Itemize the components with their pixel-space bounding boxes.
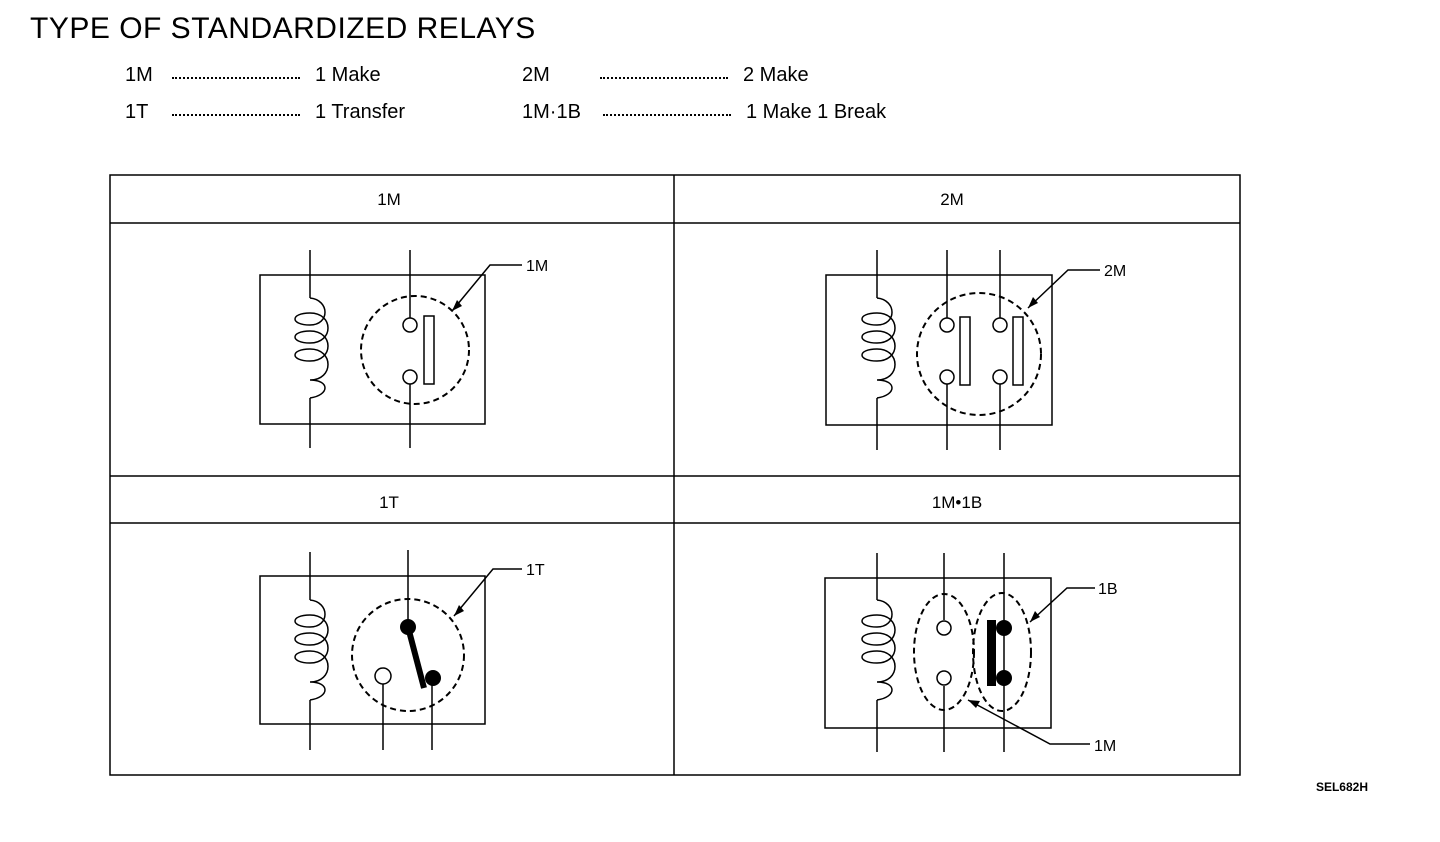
relay-body — [259, 274, 486, 425]
coil-icon — [294, 599, 329, 701]
legend-code-1m: 1M — [125, 64, 153, 86]
contact-terminal-open-icon — [936, 620, 952, 636]
header-1t: 1T — [379, 493, 399, 512]
table-outer-border — [109, 174, 1241, 776]
relay-body — [825, 274, 1053, 426]
coil-icon — [861, 297, 896, 399]
legend-leader-1t — [172, 114, 300, 116]
contact-terminal-open-icon — [936, 670, 952, 686]
contact-terminal-open-icon — [992, 317, 1008, 333]
transfer-arm-icon — [405, 626, 427, 689]
legend-leader-1m — [172, 77, 300, 79]
contact-terminal-open-icon — [374, 667, 392, 685]
legend-meaning-1m: 1 Make — [315, 64, 381, 86]
legend-meaning-2m: 2 Make — [743, 64, 809, 86]
contact-terminal-open-icon — [939, 317, 955, 333]
contact-terminal-closed-icon — [996, 620, 1012, 636]
callout-arrow-icon — [1028, 297, 1038, 308]
coil-icon — [294, 297, 329, 399]
contact-group-boundary — [916, 292, 1042, 416]
legend-meaning-1m1b: 1 Make 1 Break — [746, 101, 887, 123]
legend-code-1t: 1T — [125, 101, 149, 123]
contact-bar-open-icon — [423, 315, 435, 385]
callout-arrow-icon — [968, 700, 980, 708]
relay-1m-diagram — [259, 250, 522, 448]
callout-label-1m-of-1m1b: 1M — [1094, 738, 1116, 755]
header-2m: 2M — [940, 190, 964, 209]
legend-code-2m: 2M — [522, 64, 550, 86]
callout-leader — [451, 264, 522, 312]
callout-leader-1m — [967, 699, 1090, 745]
callout-arrow-icon — [1030, 611, 1040, 622]
callout-leader — [1027, 269, 1100, 309]
header-1m: 1M — [377, 190, 401, 209]
callout-label-1t: 1T — [526, 562, 545, 579]
relay-1m1b-diagram — [824, 553, 1095, 752]
callout-label-2m: 2M — [1104, 263, 1126, 280]
relay-1t-diagram — [259, 550, 522, 750]
contact-terminal-open-icon — [402, 369, 418, 385]
contact-terminal-open-icon — [939, 369, 955, 385]
callout-arrow-icon — [452, 300, 462, 311]
callout-arrow-icon — [454, 605, 464, 616]
contact-terminal-open-icon — [992, 369, 1008, 385]
relay-body — [259, 575, 486, 725]
legend-leader-1m1b — [603, 114, 731, 116]
callout-label-1m: 1M — [526, 258, 548, 275]
callout-leader-1b — [1029, 587, 1095, 623]
legend-code-1m1b: 1M·1B — [522, 101, 581, 123]
contact-bar-open-icon — [1012, 316, 1024, 386]
contact-group-boundary — [351, 598, 465, 712]
contact-terminal-closed-icon — [425, 670, 441, 686]
relay-body — [824, 577, 1052, 729]
callout-leader — [453, 568, 522, 617]
contact-terminal-open-icon — [402, 317, 418, 333]
legend-leader-2m — [600, 77, 728, 79]
relay-2m-diagram — [825, 250, 1100, 450]
contact-terminal-closed-icon — [400, 619, 416, 635]
break-contact-boundary — [972, 592, 1032, 712]
table-grid — [109, 174, 1241, 776]
contact-bar-open-icon — [959, 316, 971, 386]
figure-code: SEL682H — [1315, 780, 1368, 794]
callout-label-1b: 1B — [1098, 581, 1118, 598]
legend-meaning-1t: 1 Transfer — [315, 101, 406, 123]
contact-bar-closed-icon — [987, 620, 996, 686]
contact-group-boundary — [360, 295, 470, 405]
coil-icon — [861, 599, 896, 701]
header-1m1b: 1M•1B — [932, 493, 982, 512]
page-title: TYPE OF STANDARDIZED RELAYS — [30, 12, 536, 45]
contact-terminal-closed-icon — [996, 670, 1012, 686]
